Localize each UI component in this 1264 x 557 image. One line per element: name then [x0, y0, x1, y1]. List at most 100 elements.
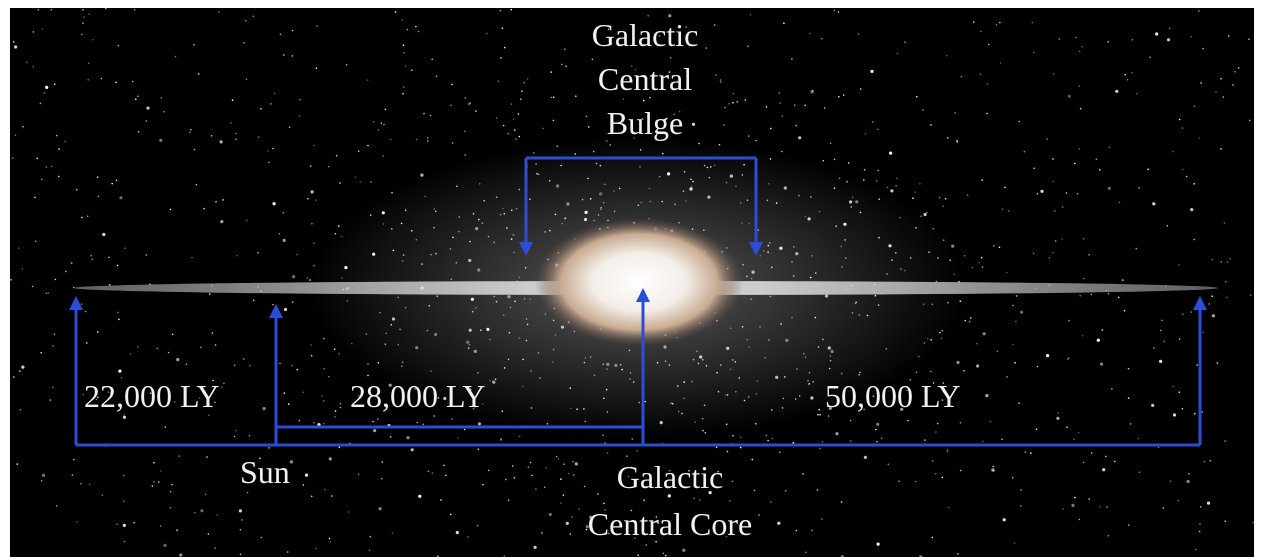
star: [1178, 391, 1181, 394]
star: [427, 140, 429, 142]
star: [835, 432, 839, 436]
star: [560, 478, 562, 480]
star: [518, 435, 521, 438]
star: [45, 166, 48, 168]
star: [463, 428, 466, 431]
star: [149, 392, 152, 395]
star: [1151, 403, 1155, 407]
star: [736, 101, 739, 103]
star: [423, 112, 425, 115]
star: [1015, 295, 1018, 297]
star: [942, 382, 945, 384]
star: [822, 159, 825, 162]
star: [482, 483, 484, 486]
star: [328, 457, 332, 461]
star: [904, 41, 906, 43]
star: [435, 75, 438, 77]
star: [475, 110, 477, 112]
star: [338, 446, 341, 449]
star: [402, 44, 405, 46]
star: [649, 96, 651, 99]
star: [1018, 402, 1020, 405]
star: [946, 450, 949, 453]
star: [233, 435, 236, 438]
star: [922, 109, 924, 111]
star: [1193, 105, 1196, 107]
star: [443, 464, 445, 467]
star: [315, 199, 317, 201]
star: [500, 57, 502, 59]
star: [1061, 238, 1063, 240]
star: [369, 535, 372, 538]
star: [169, 507, 172, 509]
star: [1195, 548, 1197, 551]
star: [871, 121, 874, 123]
star: [606, 452, 609, 454]
star: [647, 15, 649, 17]
star: [1079, 294, 1081, 297]
star: [664, 554, 667, 557]
star: [864, 133, 867, 135]
star: [646, 77, 648, 79]
star: [964, 319, 967, 322]
star: [283, 307, 288, 312]
star: [169, 208, 172, 211]
star: [239, 553, 242, 556]
star: [53, 83, 56, 85]
star: [996, 350, 999, 353]
star: [146, 106, 150, 110]
star: [505, 478, 507, 481]
star: [896, 52, 899, 55]
star: [273, 92, 276, 95]
star: [41, 473, 46, 477]
star: [1099, 362, 1104, 366]
star: [109, 284, 111, 286]
star: [669, 56, 672, 59]
star: [1105, 455, 1107, 458]
star: [220, 220, 224, 224]
star: [1237, 67, 1240, 69]
star: [345, 64, 348, 66]
star: [367, 374, 369, 377]
star: [1023, 150, 1026, 153]
star: [1198, 530, 1201, 533]
star: [50, 8, 53, 11]
star: [486, 32, 488, 35]
star: [572, 474, 575, 476]
star: [1081, 45, 1083, 48]
star: [1033, 51, 1035, 54]
star: [411, 69, 413, 71]
star: [245, 78, 248, 81]
star: [137, 346, 139, 348]
star: [758, 514, 760, 516]
star: [1211, 258, 1214, 261]
star: [1096, 338, 1100, 342]
star: [819, 447, 821, 450]
star: [1162, 507, 1165, 509]
star: [207, 396, 210, 399]
star: [214, 401, 216, 404]
star: [310, 495, 313, 498]
star: [40, 178, 43, 181]
star: [713, 24, 716, 26]
star: [1032, 252, 1035, 255]
star: [272, 202, 276, 206]
star: [562, 494, 565, 496]
star: [1054, 210, 1056, 212]
star: [322, 400, 325, 402]
star: [296, 368, 299, 371]
star: [726, 450, 729, 453]
star: [347, 511, 350, 513]
star: [1232, 84, 1234, 86]
star: [179, 553, 183, 557]
star: [108, 256, 110, 259]
star: [982, 332, 986, 336]
star: [193, 148, 196, 151]
star: [267, 150, 269, 152]
star: [71, 474, 74, 476]
star: [334, 410, 337, 412]
star: [80, 483, 82, 485]
star: [292, 275, 296, 279]
star: [838, 95, 840, 98]
star: [747, 45, 749, 48]
